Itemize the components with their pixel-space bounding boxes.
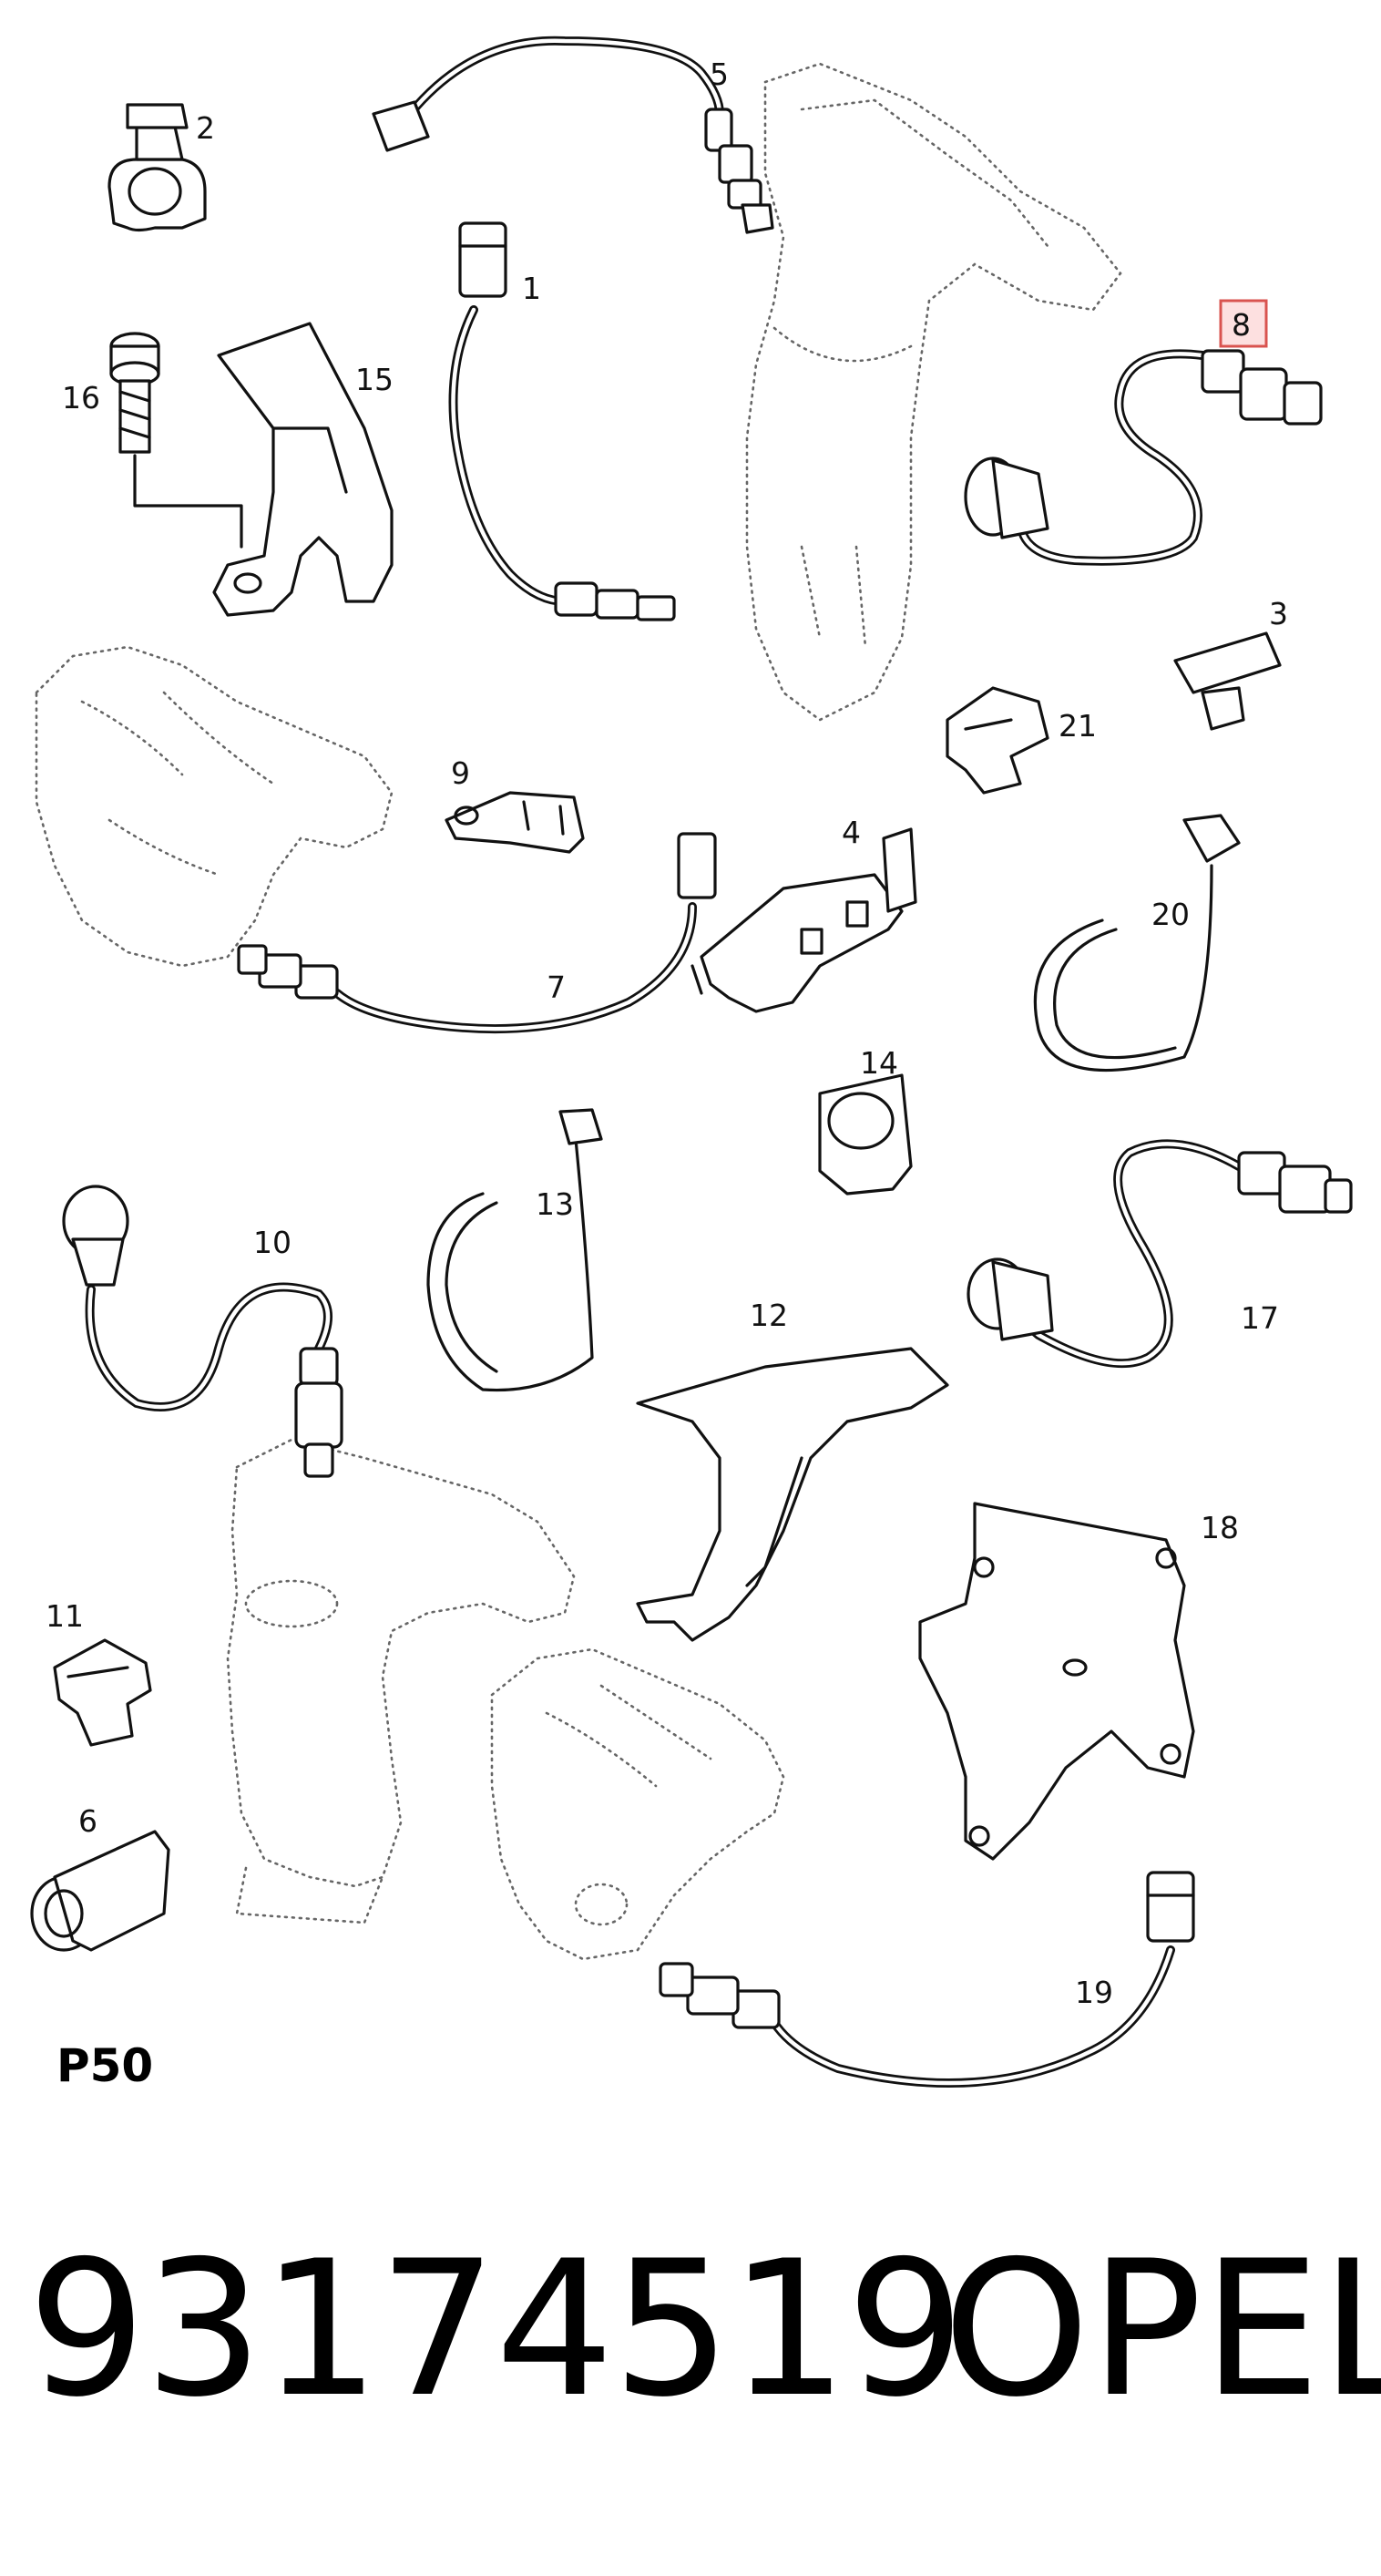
callout-16[interactable]: 16 (62, 380, 100, 416)
page-code: P50 (56, 2039, 154, 2092)
callout-6[interactable]: 6 (78, 1803, 97, 1839)
highlight-box (1219, 299, 1268, 348)
callout-9[interactable]: 9 (451, 755, 470, 791)
callout-20[interactable]: 20 (1151, 897, 1190, 932)
brand-name: OPEL (943, 2222, 1381, 2438)
callout-3[interactable]: 3 (1269, 596, 1288, 631)
part-16-bolt[interactable] (109, 332, 243, 549)
ghost-manifold-left (35, 645, 394, 968)
part-18-bracket[interactable] (918, 1502, 1195, 1861)
ghost-catalyst-bottom (226, 1438, 576, 1924)
callout-21[interactable]: 21 (1059, 708, 1097, 744)
part-21-clip[interactable] (946, 686, 1049, 795)
part-11-clip[interactable] (53, 1638, 152, 1747)
part-15-bracket[interactable] (212, 322, 394, 617)
callout-19[interactable]: 19 (1075, 1975, 1113, 2010)
part-17-oxygen-sensor[interactable] (967, 1139, 1353, 1369)
callout-13[interactable]: 13 (536, 1186, 574, 1222)
part-3-clip[interactable] (1173, 631, 1282, 731)
part-19-oxygen-sensor[interactable] (659, 1871, 1195, 2088)
ghost-manifold-bottom (490, 1647, 785, 1961)
part-9-bracket[interactable] (445, 791, 585, 854)
part-12-bracket[interactable] (636, 1347, 949, 1642)
callout-17[interactable]: 17 (1241, 1300, 1279, 1336)
callout-18[interactable]: 18 (1201, 1510, 1239, 1545)
callout-10[interactable]: 10 (253, 1225, 292, 1260)
callout-7[interactable]: 7 (547, 970, 566, 1005)
callout-5[interactable]: 5 (710, 56, 729, 92)
part-20-cable-tie[interactable] (1033, 814, 1241, 1072)
callout-2[interactable]: 2 (196, 110, 215, 146)
callout-11[interactable]: 11 (46, 1598, 84, 1634)
callout-12[interactable]: 12 (750, 1298, 788, 1333)
callout-4[interactable]: 4 (842, 815, 861, 850)
part-6-clamp[interactable] (30, 1830, 170, 1952)
part-4-bracket[interactable] (690, 827, 917, 1013)
part-5-oxygen-sensor[interactable] (372, 36, 774, 234)
callout-labels: 1 2 3 4 5 6 7 8 9 10 11 12 13 14 15 16 1… (46, 56, 1288, 2010)
part-10-oxygen-sensor[interactable] (62, 1185, 343, 1478)
ghost-catalyst-top (745, 62, 1122, 722)
part-1-oxygen-sensor[interactable] (448, 221, 676, 621)
part-14-clip[interactable] (818, 1073, 913, 1196)
part-13-cable-tie[interactable] (426, 1108, 603, 1392)
part-2-clamp[interactable] (107, 103, 207, 232)
part-8-oxygen-sensor[interactable] (964, 349, 1323, 566)
callout-1[interactable]: 1 (522, 271, 541, 306)
part-number: 93174519 (27, 2222, 965, 2438)
callout-8[interactable]: 8 (1232, 307, 1251, 343)
callout-14[interactable]: 14 (860, 1045, 898, 1081)
part-7-oxygen-sensor[interactable] (237, 832, 717, 1034)
callout-15[interactable]: 15 (355, 362, 394, 397)
